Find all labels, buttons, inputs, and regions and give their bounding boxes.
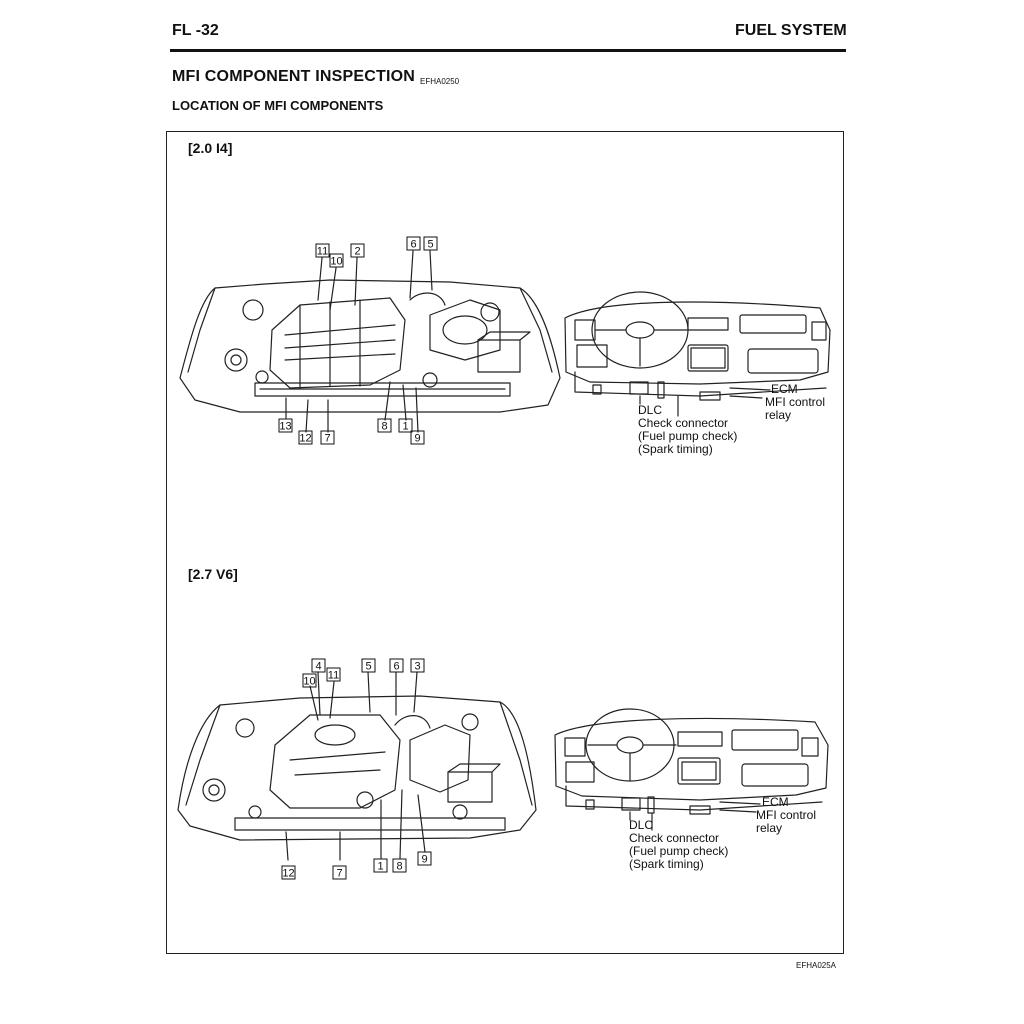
svg-text:5: 5	[365, 661, 371, 673]
variant-label-v6: [2.7 V6]	[188, 566, 238, 582]
svg-text:1: 1	[402, 421, 408, 433]
callout-v6-12: 12	[281, 865, 296, 880]
mfi-relay-line1: MFI control	[765, 395, 826, 409]
subtitle: LOCATION OF MFI COMPONENTS	[172, 98, 384, 113]
spark-timing-label: (Spark timing)	[638, 442, 713, 456]
callout-i4-1: 1	[398, 418, 413, 433]
svg-text:9: 9	[421, 854, 427, 866]
svg-text:13: 13	[279, 421, 291, 433]
callout-v6-9: 9	[417, 851, 432, 866]
svg-text:9: 9	[414, 433, 420, 445]
callout-i4-7: 7	[320, 430, 335, 445]
callout-v6-1: 1	[373, 858, 388, 873]
dashboard-v6-drawing	[554, 708, 829, 831]
callout-i4-6: 6	[406, 236, 421, 251]
mfi-relay-line1: MFI control	[756, 808, 817, 822]
svg-text:10: 10	[330, 256, 342, 268]
engine-bay-v6-drawing	[177, 671, 537, 861]
svg-text:11: 11	[317, 246, 328, 258]
svg-text:7: 7	[336, 868, 342, 880]
svg-text:6: 6	[393, 661, 399, 673]
figure-frame	[166, 131, 844, 954]
fuel-pump-check-label: (Fuel pump check)	[629, 844, 729, 858]
title-code: EFHA0250	[420, 77, 460, 86]
spark-timing-label: (Spark timing)	[629, 857, 704, 871]
fuel-pump-check-label: (Fuel pump check)	[638, 429, 738, 443]
callout-v6-11: 11	[326, 667, 341, 682]
callout-v6-4: 4	[311, 658, 326, 673]
svg-text:7: 7	[324, 433, 330, 445]
svg-text:6: 6	[410, 239, 416, 251]
svg-text:3: 3	[414, 661, 420, 673]
ecm-label: ECM	[762, 795, 789, 809]
page-title: MFI COMPONENT INSPECTION	[172, 68, 416, 85]
svg-text:4: 4	[315, 661, 321, 673]
mfi-relay-line2: relay	[765, 408, 792, 422]
callout-i4-13: 13	[278, 418, 293, 433]
svg-text:11: 11	[328, 670, 339, 682]
svg-text:12: 12	[282, 868, 294, 880]
check-connector-label: Check connector	[638, 416, 729, 430]
svg-text:8: 8	[381, 421, 387, 433]
callout-i4-12: 12	[298, 430, 313, 445]
svg-text:10: 10	[303, 676, 315, 688]
callout-v6-8: 8	[392, 858, 407, 873]
dlc-label: DLC	[629, 818, 654, 832]
check-connector-label: Check connector	[629, 831, 720, 845]
ecm-label: ECM	[771, 382, 798, 396]
callout-i4-9: 9	[410, 430, 425, 445]
dlc-label: DLC	[638, 403, 663, 417]
mfi-relay-label: MFI control relay	[765, 396, 825, 422]
svg-text:12: 12	[299, 433, 311, 445]
callout-i4-2: 2	[350, 243, 365, 258]
callout-v6-6: 6	[389, 658, 404, 673]
section-name: FUEL SYSTEM	[735, 22, 847, 39]
mfi-relay-line2: relay	[756, 821, 783, 835]
callout-v6-7: 7	[332, 865, 347, 880]
engine-bay-i4-drawing	[179, 250, 561, 433]
callout-i4-11: 11	[315, 243, 330, 258]
page-code: FL -32	[172, 22, 219, 39]
callout-i4-10: 10	[329, 253, 344, 268]
i4-dash-callouts: DLC Check connector (Fuel pump check) (S…	[638, 404, 737, 456]
callout-v6-3: 3	[410, 658, 425, 673]
svg-text:1: 1	[377, 861, 383, 873]
svg-text:2: 2	[354, 246, 360, 258]
figure-code: EFHA025A	[796, 961, 837, 970]
callout-v6-5: 5	[361, 658, 376, 673]
svg-text:8: 8	[396, 861, 402, 873]
callout-v6-10: 10	[302, 673, 317, 688]
svg-text:5: 5	[427, 239, 433, 251]
v6-dash-callouts: DLC Check connector (Fuel pump check) (S…	[629, 819, 728, 871]
dashboard-i4-drawing	[564, 291, 831, 417]
variant-label-i4: [2.0 I4]	[188, 140, 233, 156]
callout-i4-8: 8	[377, 418, 392, 433]
callout-i4-5: 5	[423, 236, 438, 251]
header-rule	[170, 49, 846, 52]
mfi-relay-label: MFI control relay	[756, 809, 816, 835]
